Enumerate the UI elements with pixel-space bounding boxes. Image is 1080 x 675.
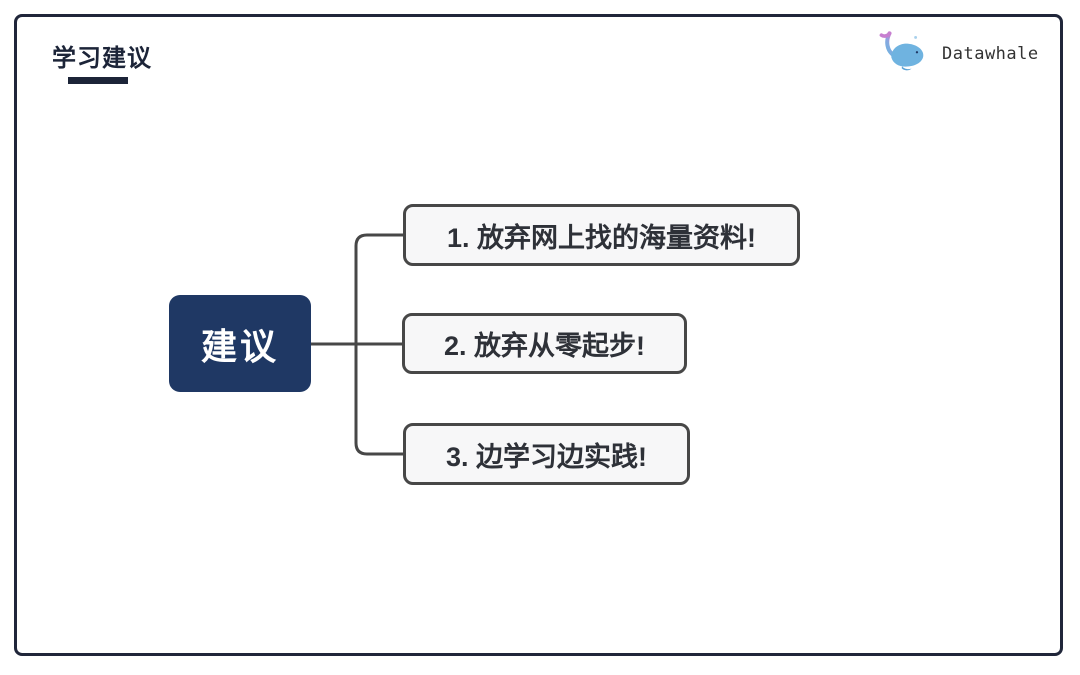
root-node: 建议 (169, 295, 311, 392)
logo-text: Datawhale (942, 44, 1039, 64)
datawhale-logo: Datawhale (876, 26, 1039, 74)
title-underline (68, 77, 128, 84)
whale-icon (879, 31, 924, 71)
branch-node-2: 2. 放弃从零起步! (402, 313, 687, 374)
branch-node-1: 1. 放弃网上找的海量资料! (403, 204, 800, 266)
branch-node-3: 3. 边学习边实践! (403, 423, 690, 485)
page-title: 学习建议 (52, 45, 152, 72)
